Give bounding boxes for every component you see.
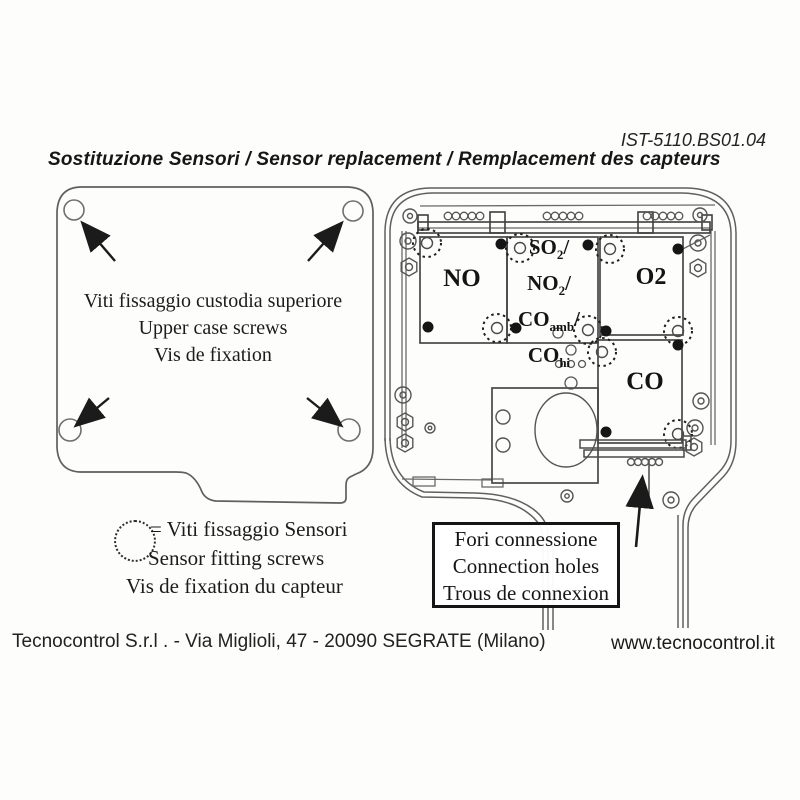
legend-line-en: Sensor fitting screws [148,546,325,570]
sensor-label-multi: SO2/ NO2/ COamb/ COhi [503,233,595,377]
connection-holes-callout: Fori connessione Connection holes Trous … [432,522,620,608]
sensor-label-no: NO [443,265,481,292]
sensor-label-no2: NO2/ [527,271,571,298]
upper-case-figure [56,186,374,504]
legend-sensor-screw-icon [114,520,156,562]
center-holes [552,327,587,390]
footer-company-address: Tecnocontrol S.r.l . - Via Miglioli, 47 … [12,631,546,652]
sensor-label-co-hi: COhi [527,343,571,370]
legend-line-fr: Vis de fixation du capteur [126,574,343,598]
corner-hole-top-right-icon [342,200,364,222]
corner-arrows [73,220,344,428]
caption-line-en: Upper case screws [138,317,288,339]
arrow-bottom-left-icon [73,397,110,428]
sensor-screw-icon [663,419,693,449]
doc-number: IST-5110.BS01.04 [620,130,766,150]
device-figure [384,187,737,630]
arrow-top-left-icon [80,220,116,262]
sensor-label-co-amb: COamb/ [518,307,580,334]
buzzer-icon [534,392,598,468]
sensor-label-o2: O2 [635,264,667,290]
sensor-label-co: CO [626,368,664,395]
sensor-label-so2: SO2/ [528,235,570,262]
compartment-multi [506,236,599,344]
arrow-top-right-icon [307,220,344,262]
connection-holes-arrow-icon [625,474,654,548]
corner-screw-holes [58,199,364,442]
upper-case-caption: Viti fissaggio custodia superiore Upper … [78,288,348,369]
corner-hole-bottom-right-icon [337,418,361,442]
screw-posts [394,207,710,509]
page-title: Sostituzione Sensori / Sensor replacemen… [48,149,721,170]
arrow-bottom-right-icon [306,397,344,428]
connection-holes-icon [626,457,664,467]
footer-website: www.tecnocontrol.it [611,633,775,654]
sensor-compartments [419,236,684,484]
device-case-outline [384,187,737,630]
buzzer-enclosure [491,387,599,484]
vent-holes [443,211,684,221]
sensor-screw-icon [595,234,625,264]
legend-line-it: = Viti fissaggio Sensori [150,517,348,541]
corner-hole-bottom-left-icon [58,418,82,442]
sensor-screw-icon [505,233,535,263]
compartment-o2 [599,236,684,336]
sensor-screw-icon [587,337,617,367]
corner-hole-top-left-icon [63,199,85,221]
fixing-points [422,238,684,438]
upper-case-outline [56,186,374,504]
caption-line-fr: Vis de fixation [154,344,272,366]
connection-line-fr: Trous de connexion [442,581,610,605]
sensor-screw-icon [663,316,693,346]
sensor-screw-icon [412,228,442,258]
connection-line-it: Fori connessione [454,527,598,551]
connection-line-en: Connection holes [452,554,600,578]
caption-line-it: Viti fissaggio custodia superiore [83,290,343,312]
